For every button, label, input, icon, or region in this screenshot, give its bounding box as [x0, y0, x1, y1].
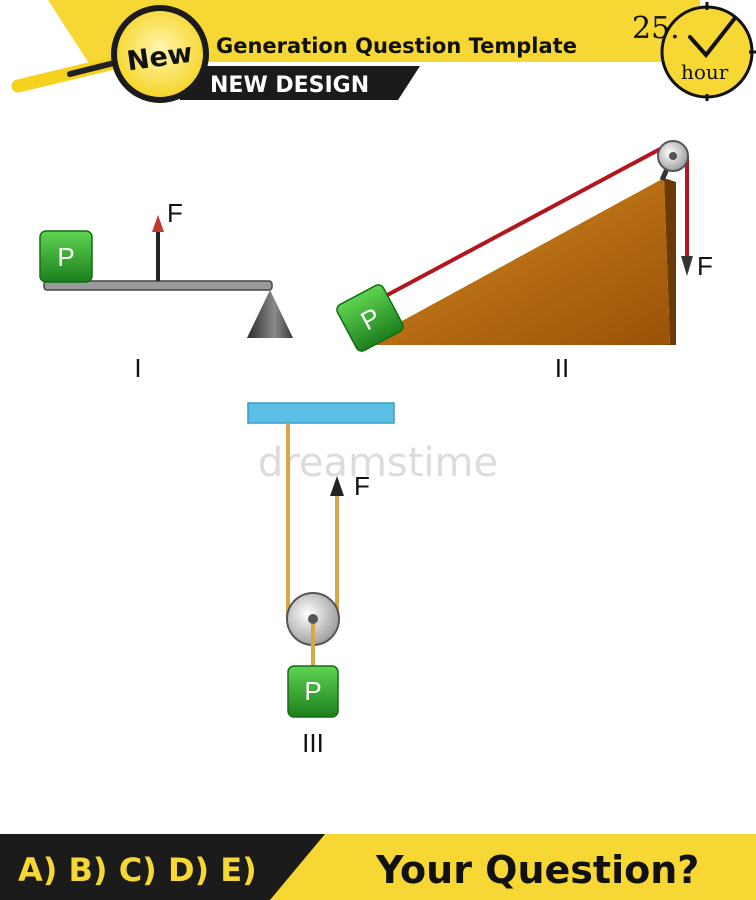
force-label-3: F — [354, 471, 370, 501]
block-p-1 — [39, 230, 93, 283]
block-p-3-label: P — [304, 676, 321, 706]
footer-yellow-band — [270, 834, 756, 900]
magnifier-icon: New — [11, 5, 209, 103]
fulcrum — [247, 290, 293, 338]
figure-label-1: I — [134, 353, 141, 383]
design-subtitle: NEW DESIGN — [210, 73, 369, 98]
clock-icon — [660, 2, 756, 101]
clock-unit: hour — [681, 60, 729, 84]
force-label-1: F — [167, 198, 183, 228]
header: New Generation Question Template NEW DES… — [11, 0, 756, 103]
block-p-3 — [287, 665, 339, 718]
figure-lever: F P I — [39, 198, 293, 383]
incline-ramp — [358, 178, 670, 345]
clock-number: 25. — [632, 11, 680, 46]
rope-incline — [377, 146, 663, 302]
subtitle-banner — [180, 66, 420, 100]
block-p-2 — [336, 284, 404, 352]
force-arrow-3 — [330, 476, 344, 496]
physics-diagrams: dreamstime F P I F P II F — [39, 140, 713, 758]
figure-label-2: II — [555, 353, 569, 383]
title-banner — [48, 0, 700, 62]
force-arrow-2 — [681, 256, 693, 276]
force-label-2: F — [697, 251, 713, 281]
template-title: Generation Question Template — [216, 34, 577, 58]
ceiling-plate — [247, 402, 395, 424]
question-prompt: Your Question? — [375, 848, 699, 892]
block-p-1-label: P — [57, 242, 74, 272]
incline-side — [664, 178, 676, 345]
watermark: dreamstime — [258, 440, 498, 486]
figure-label-3: III — [302, 728, 324, 758]
figure-pulley: F P III — [247, 402, 395, 758]
answer-options: A) B) C) D) E) — [18, 851, 257, 889]
figure-incline: F P II — [336, 140, 713, 383]
